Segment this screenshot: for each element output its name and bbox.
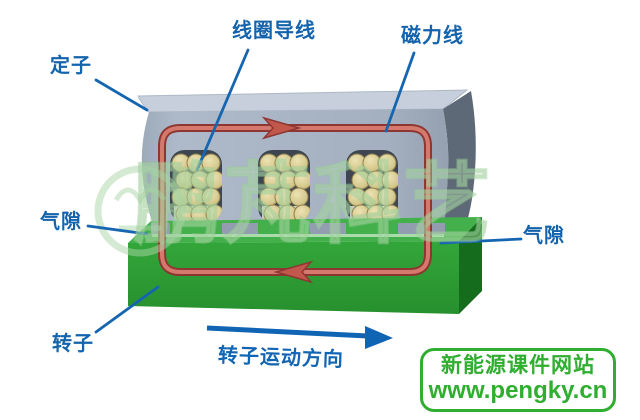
- coil-wire-cross-section: [377, 187, 397, 207]
- coil-wire-cross-section: [381, 170, 398, 190]
- coil-wire-cross-section: [201, 187, 221, 207]
- leader-air-gap-left: [86, 224, 149, 236]
- leader-magnetic-line: [384, 51, 416, 133]
- label-air-gap-right: 气隙: [523, 225, 565, 247]
- site-badge-name: 新能源课件网站: [441, 354, 595, 377]
- leader-stator: [94, 78, 149, 112]
- leader-rotor: [94, 285, 160, 334]
- flux-arrow-bottom-left: [273, 260, 314, 284]
- coil-slot: [346, 150, 398, 222]
- site-badge: 新能源课件网站 www.pengky.cn: [420, 348, 616, 412]
- label-magnetic-field-line: 磁力线: [401, 25, 464, 47]
- leader-coil-wire: [195, 48, 250, 172]
- label-rotor: 转子: [52, 333, 94, 355]
- coil-wire-cross-section: [289, 187, 309, 207]
- watermark-logo-circle: [94, 165, 186, 257]
- leader-lines: [86, 48, 523, 334]
- leader-air-gap-right: [439, 237, 523, 245]
- coil-bundle: [347, 153, 398, 222]
- label-air-gap-left: 气隙: [40, 211, 82, 233]
- coil-wire-cross-section: [201, 153, 221, 173]
- coil-wire-cross-section: [377, 153, 397, 173]
- label-stator: 定子: [50, 55, 92, 77]
- coil-bundle: [259, 153, 310, 222]
- coil-slot: [258, 150, 310, 222]
- label-coil-wire: 线圈导线: [232, 20, 316, 42]
- flux-arrow-top-right: [261, 116, 302, 140]
- stator-top-face: [137, 89, 469, 113]
- coil-wire-cross-section: [293, 170, 310, 190]
- site-badge-url: www.pengky.cn: [428, 377, 608, 405]
- label-rotor-motion-direction: 转子运动方向: [217, 344, 345, 372]
- air-gap: [152, 234, 444, 237]
- coil-bundle: [171, 153, 222, 222]
- stator-side-face: [443, 91, 476, 247]
- coil-slot: [170, 150, 222, 222]
- rotor-motion-arrow: [206, 325, 393, 349]
- coil-wire-cross-section: [205, 170, 222, 190]
- coil-wire-cross-section: [289, 153, 309, 173]
- magnetic-field-loop: [158, 116, 432, 284]
